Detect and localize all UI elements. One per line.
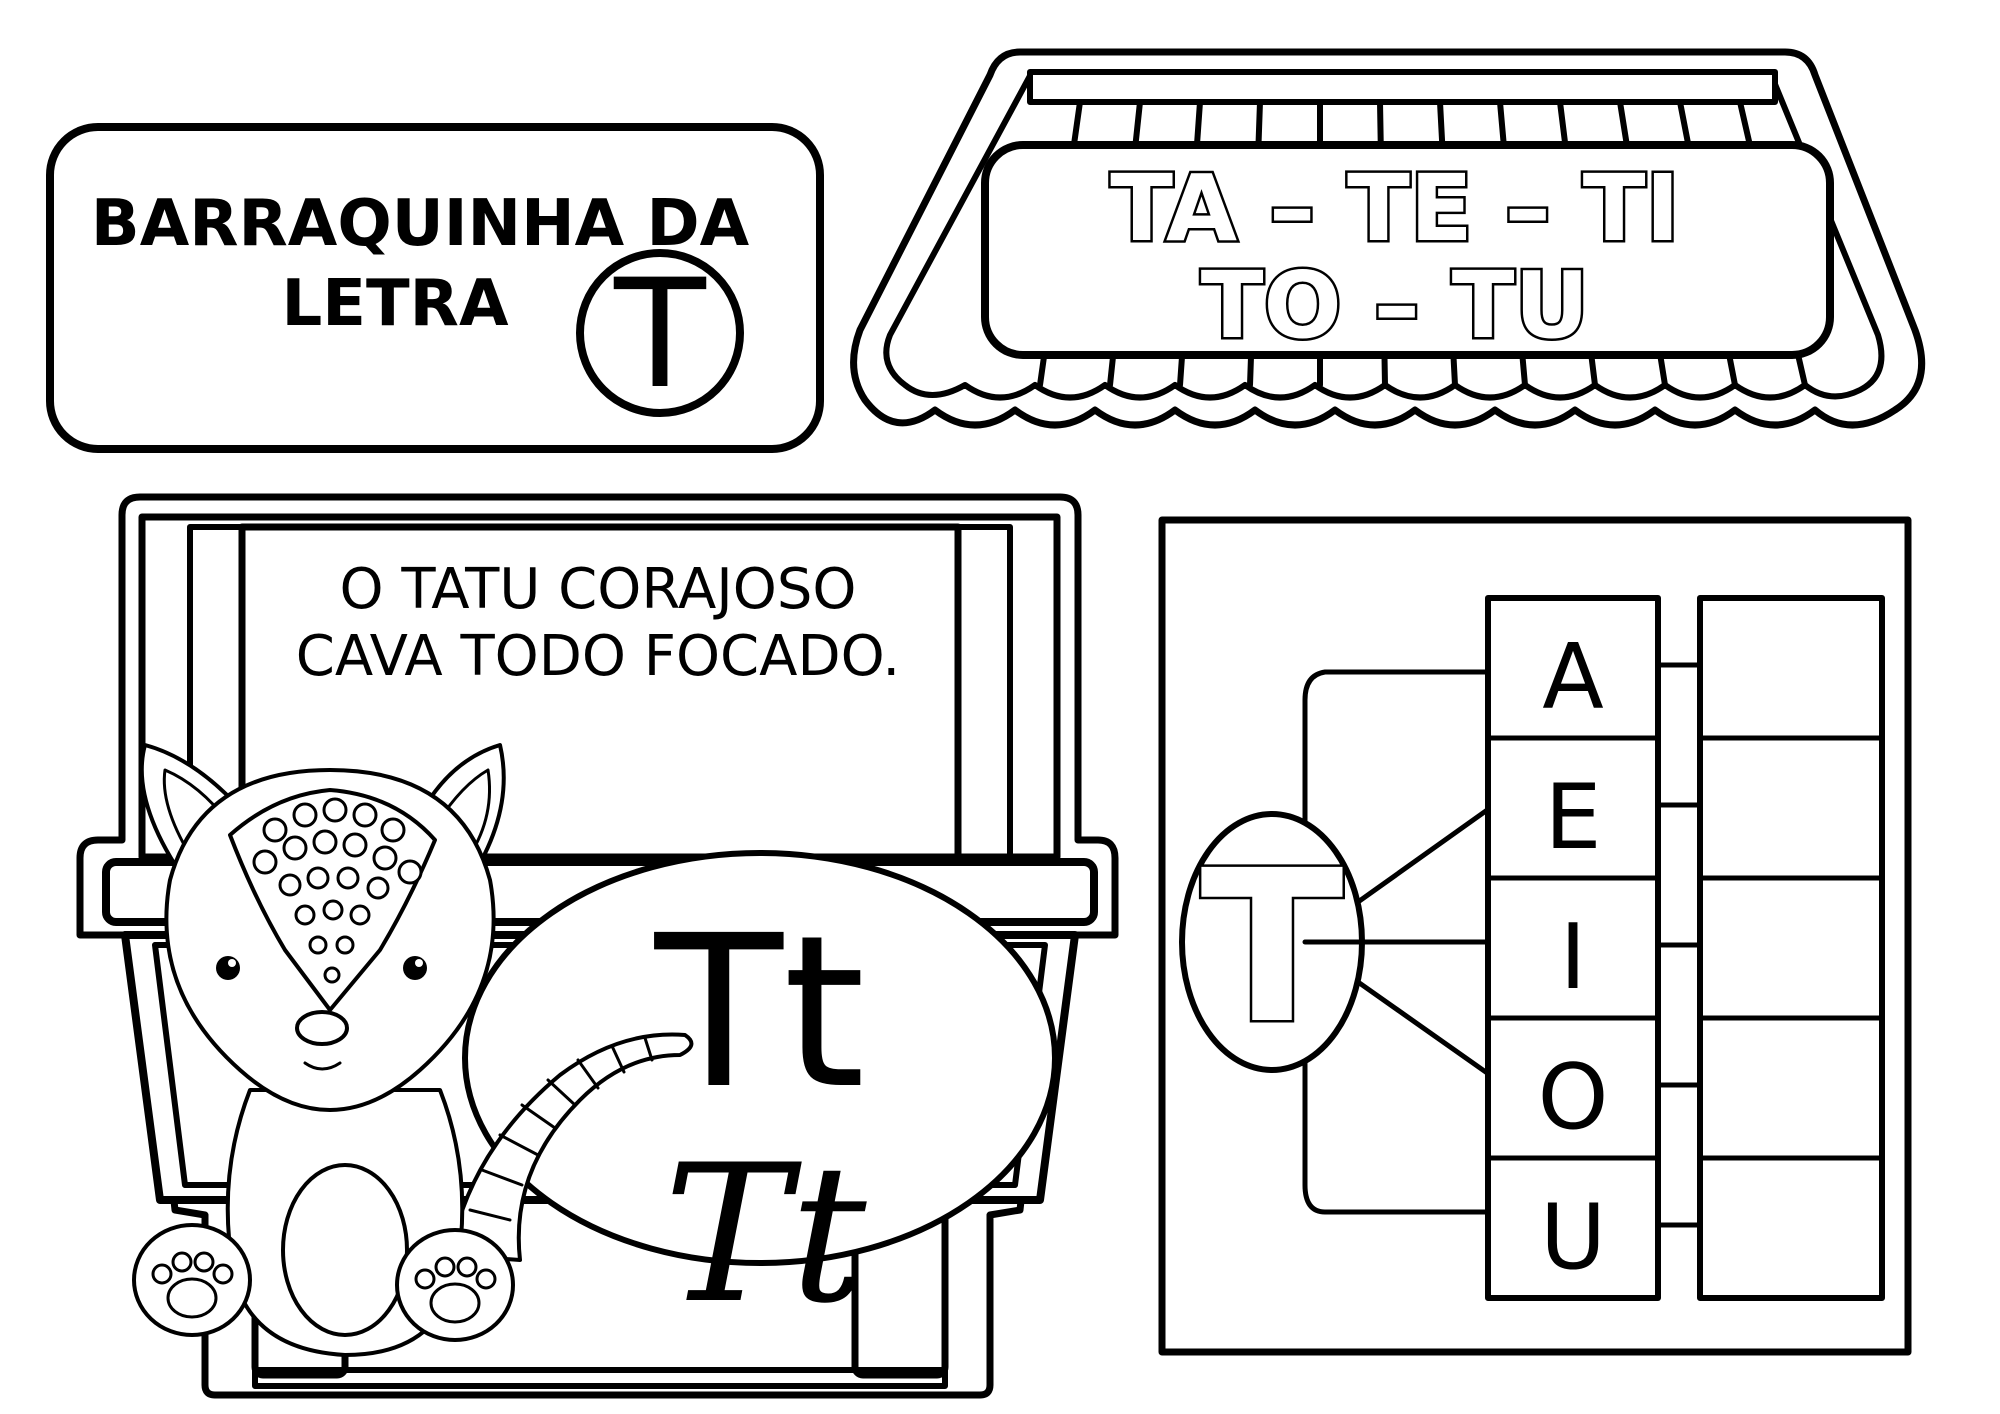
armadillo-icon [132,743,694,1357]
awning-syllables-line-2: TO – TU [1201,252,1589,359]
print-letters: Tt [654,890,866,1135]
title-line-1: BARRAQUINHA DA [91,187,750,261]
awning-syllables-line-1: TA – TE – TI [1110,155,1680,262]
title-letter: T [613,248,707,422]
cursive-letters: Tt [663,1124,867,1345]
answer-box-a[interactable] [1700,598,1882,738]
letter-oval [462,850,1058,1266]
answer-box-o[interactable] [1700,1018,1882,1158]
root-letter: T [1200,825,1343,1070]
stall-sentence-line-2: CAVA TODO FOCADO. [296,624,900,689]
answer-box-i[interactable] [1700,878,1882,1018]
syllable-tree: T A E I O U [1158,516,1912,1356]
vowel-a: A [1542,625,1604,730]
vowel-e: E [1545,765,1602,870]
stall: O TATU CORAJOSO CAVA TODO FOCADO. Tt Tt [76,493,1119,1399]
awning: TA – TE – TI TO – TU [850,48,1926,429]
title-line-2: LETRA [282,267,509,341]
answer-box-u[interactable] [1700,1158,1882,1298]
vowel-o: O [1538,1045,1609,1150]
vowel-i: I [1560,905,1587,1010]
stall-sentence-line-1: O TATU CORAJOSO [339,557,856,622]
answer-box-e[interactable] [1700,738,1882,878]
title-card: BARRAQUINHA DA LETRA T [46,123,824,453]
title-letter-circle [576,249,744,417]
vowel-u: U [1540,1185,1606,1290]
